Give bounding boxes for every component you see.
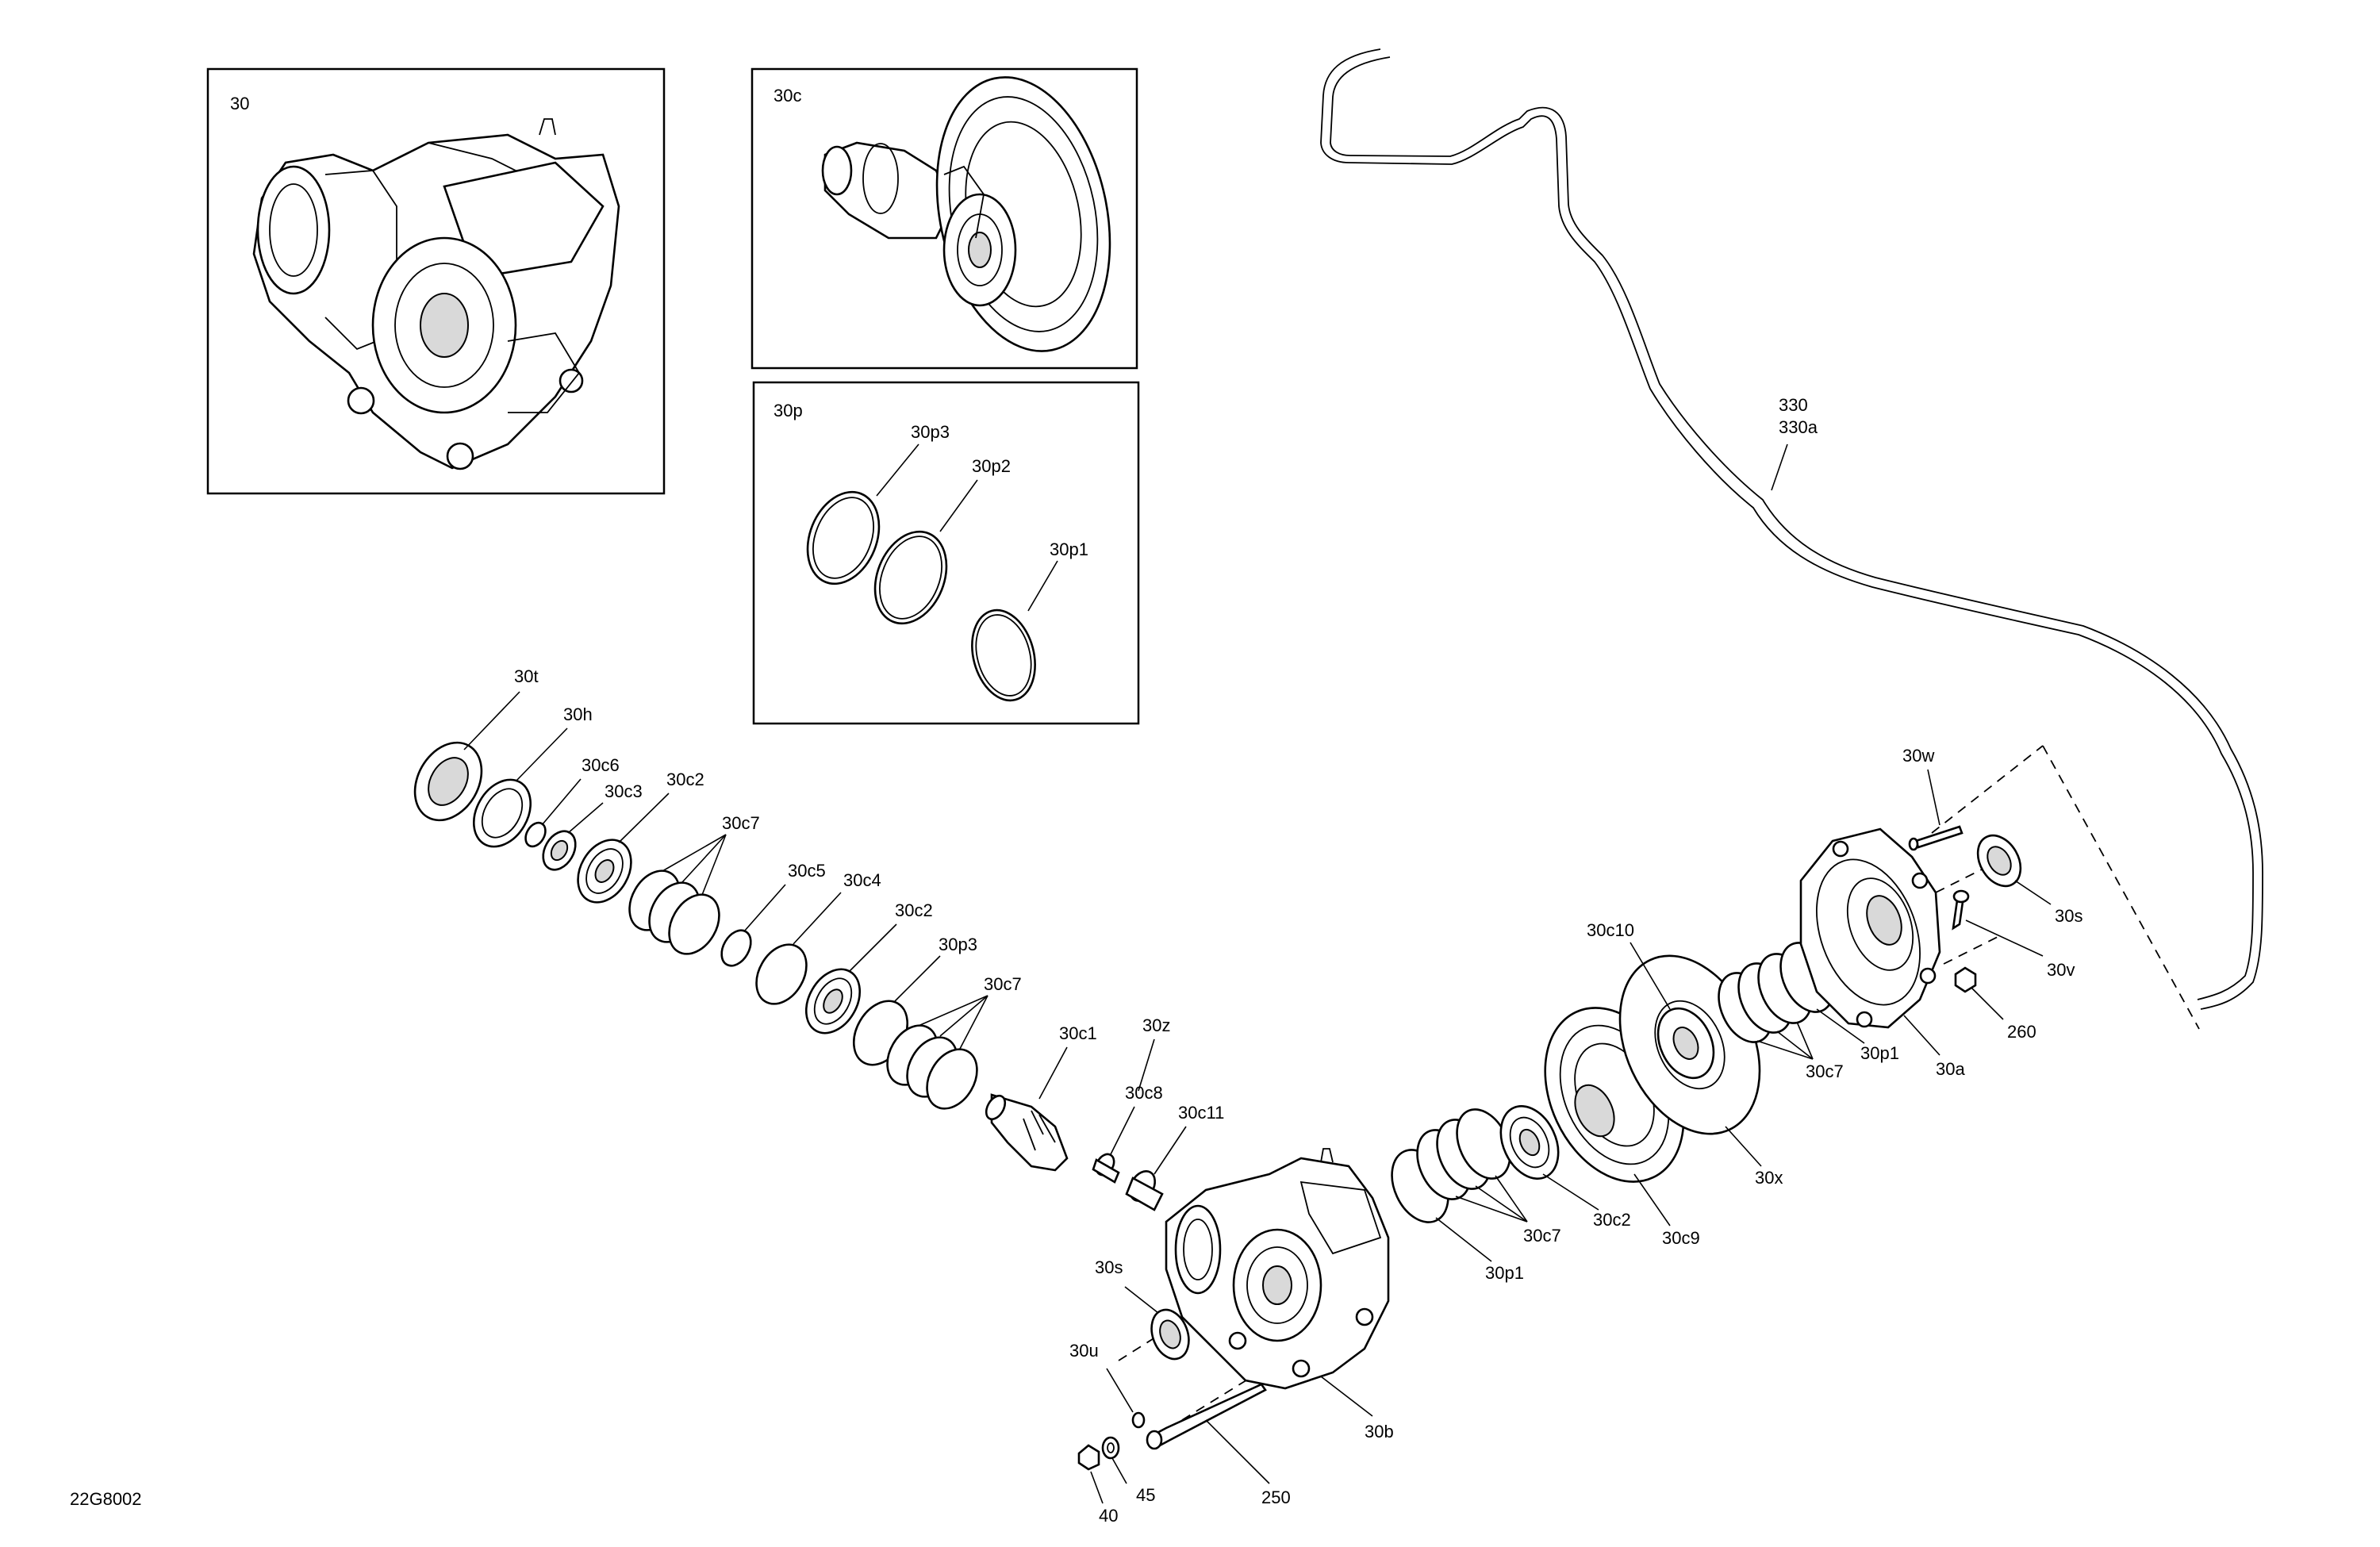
label-30w: 30w xyxy=(1902,746,1934,766)
shims-30c7-a: 30c7 xyxy=(628,813,760,955)
seal-30s-b: 30s xyxy=(1976,834,2082,926)
label-30c7-c: 30c7 xyxy=(1523,1226,1561,1246)
shim-2: 30p2 xyxy=(873,456,1011,625)
bearing-30c2-b: 30c2 xyxy=(804,900,933,1035)
bearing-30c2-a: 30c2 xyxy=(577,770,704,904)
label-30c7-d: 30c7 xyxy=(1806,1061,1844,1081)
ring-30h: 30h xyxy=(473,704,593,848)
label-30c1: 30c1 xyxy=(1059,1023,1097,1043)
label-30x: 30x xyxy=(1755,1168,1783,1188)
label-30p1-a: 30p1 xyxy=(1485,1263,1524,1283)
label-45: 45 xyxy=(1136,1485,1155,1505)
diagram-code: 22G8002 xyxy=(70,1489,142,1509)
label-30h: 30h xyxy=(563,704,593,724)
label-30c8: 30c8 xyxy=(1125,1083,1163,1103)
inset-shim-kit: 30p 30p3 30p2 30p1 xyxy=(752,381,1140,725)
bearing-30c2-c: 30c2 xyxy=(1499,1105,1631,1230)
seal-30t: 30t xyxy=(413,666,539,822)
label-30t: 30t xyxy=(514,666,539,686)
label-30c5: 30c5 xyxy=(788,861,826,881)
label-30c2-c: 30c2 xyxy=(1593,1210,1631,1230)
assembly-illustration xyxy=(252,118,620,470)
label-30p1-b: 30p1 xyxy=(1860,1043,1899,1063)
nut-30c3: 30c3 xyxy=(542,781,643,871)
label-30a: 30a xyxy=(1936,1059,1965,1079)
ring-30c6: 30c6 xyxy=(524,755,620,848)
label-30c4: 30c4 xyxy=(843,870,881,890)
label-30p3: 30p3 xyxy=(939,935,977,954)
bolt-30v: 30v xyxy=(1952,889,2075,980)
label-30c9: 30c9 xyxy=(1662,1228,1700,1248)
bearing-30c10: 30c10 xyxy=(1587,920,1715,1080)
shim-3: 30p3 xyxy=(806,422,950,585)
label-30c2-a: 30c2 xyxy=(666,770,704,789)
ring-30c5: 30c5 xyxy=(720,861,826,967)
clip-30z: 30z xyxy=(1138,1015,1170,1092)
cover-30a: 30a xyxy=(1799,827,1965,1079)
ring-30c4: 30c4 xyxy=(755,870,881,1005)
washer-45: 45 xyxy=(1101,1436,1155,1505)
housing-30b: 30b xyxy=(1165,1148,1394,1441)
label-330a: 330a xyxy=(1779,417,1818,437)
inset-shim-kit-label: 30p xyxy=(774,401,803,420)
label-30c11: 30c11 xyxy=(1178,1103,1224,1123)
label-40: 40 xyxy=(1099,1506,1118,1526)
label-30s-a: 30s xyxy=(1095,1257,1123,1277)
label-30b: 30b xyxy=(1365,1422,1394,1441)
label-30c10: 30c10 xyxy=(1587,920,1634,940)
plug-260: 260 xyxy=(1954,966,2036,1042)
label-30v: 30v xyxy=(2047,960,2075,980)
label-250: 250 xyxy=(1261,1488,1291,1507)
shim-3-label: 30p3 xyxy=(911,422,950,442)
label-330: 330 xyxy=(1779,395,1808,415)
seal-30s-a: 30s xyxy=(1095,1257,1190,1361)
plug-30u: 30u xyxy=(1069,1341,1146,1429)
inset-gear-set: 30c xyxy=(750,67,1138,370)
label-30u: 30u xyxy=(1069,1341,1099,1361)
label-260: 260 xyxy=(2007,1022,2036,1042)
shim-1: 30p1 xyxy=(971,539,1088,702)
pinion-30c1: 30c1 xyxy=(985,1023,1097,1172)
gear-set-illustration xyxy=(821,76,1111,352)
plug-40: 40 xyxy=(1077,1444,1118,1526)
inset-assembly: 30 xyxy=(206,67,666,495)
shim-1-label: 30p1 xyxy=(1050,539,1088,559)
label-30c7-b: 30c7 xyxy=(984,974,1022,994)
shims-30c7-b: 30c7 xyxy=(886,974,1022,1110)
label-30c7-a: 30c7 xyxy=(722,813,760,833)
label-30c6: 30c6 xyxy=(582,755,620,775)
bushing-30c8: 30c8 xyxy=(1092,1083,1163,1184)
pin-30w: 30w xyxy=(1902,746,1964,851)
breather-tube: 330 330a xyxy=(1320,48,2263,1010)
label-30c3: 30c3 xyxy=(605,781,643,801)
shim-2-label: 30p2 xyxy=(972,456,1011,476)
inset-gear-set-label: 30c xyxy=(774,86,801,106)
label-30z: 30z xyxy=(1142,1015,1170,1035)
inset-assembly-label: 30 xyxy=(230,94,249,113)
label-30c2-b: 30c2 xyxy=(895,900,933,920)
label-30s-b: 30s xyxy=(2055,906,2082,926)
bushing-30c11: 30c11 xyxy=(1125,1103,1224,1211)
shims-30c7-c: 30c7 xyxy=(1416,1108,1561,1246)
bolt-250: 250 xyxy=(1146,1383,1291,1507)
